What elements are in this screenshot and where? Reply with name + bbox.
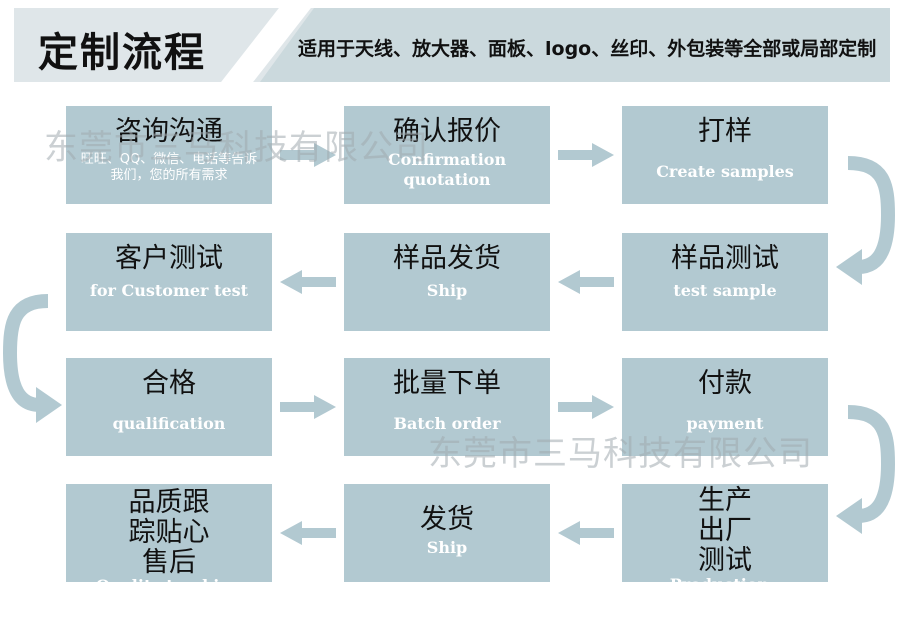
step-sample-ship-title: 样品发货 <box>393 243 501 274</box>
step-after-sale: 品质跟踪贴心售后 Quality tracking Intimate after… <box>66 484 272 626</box>
step-sample-ship: 样品发货 Ship <box>344 233 550 331</box>
step-customer-test-en: for Customer test <box>89 281 249 300</box>
step-sample-test-en: test sample <box>673 281 777 300</box>
step-production-test-title: 生产出厂测试 <box>698 485 752 576</box>
curve-arrow-down-left-icon <box>836 405 896 534</box>
step-sampling-title: 打样 <box>698 116 752 147</box>
header-banner: 定制流程 适用于天线、放大器、面板、logo、丝印、外包装等全部或局部定制 <box>14 8 890 82</box>
step-ship: 发货 Ship <box>344 484 550 582</box>
page-title: 定制流程 <box>38 30 206 76</box>
step-consult-detail: 旺旺、QQ、微信、电话等告诉我们，您的所有需求 <box>80 152 258 183</box>
arrow-right-icon <box>558 395 614 419</box>
step-consult: 咨询沟通 旺旺、QQ、微信、电话等告诉我们，您的所有需求 <box>66 106 272 204</box>
arrow-right-icon <box>558 143 614 167</box>
step-sample-test: 样品测试 test sample <box>622 233 828 331</box>
step-confirm-quote: 确认报价 Confirmation quotation <box>344 106 550 204</box>
arrow-left-icon <box>280 521 336 545</box>
step-ship-en: Ship <box>426 538 468 557</box>
step-customer-test-title: 客户测试 <box>115 243 223 274</box>
arrow-left-icon <box>558 521 614 545</box>
step-qualified-en: qualification <box>112 414 226 433</box>
curve-arrow-down-right-icon <box>2 294 62 423</box>
step-sample-ship-en: Ship <box>426 281 468 300</box>
arrow-right-icon <box>280 143 336 167</box>
step-confirm-quote-en: Confirmation quotation <box>387 150 507 189</box>
step-batch-order-title: 批量下单 <box>393 368 501 399</box>
step-after-sale-title: 品质跟踪贴心售后 <box>128 487 210 578</box>
arrow-left-icon <box>558 270 614 294</box>
arrow-right-icon <box>280 395 336 419</box>
step-payment-title: 付款 <box>698 368 752 399</box>
arrow-left-icon <box>280 270 336 294</box>
step-after-sale-en: Quality tracking Intimate after sale <box>95 576 243 627</box>
step-qualified: 合格 qualification <box>66 358 272 456</box>
step-production-test: 生产出厂测试 Production . factory testing <box>622 484 828 610</box>
curve-arrow-down-left-icon <box>836 156 896 285</box>
step-payment: 付款 payment <box>622 358 828 456</box>
step-ship-title: 发货 <box>420 504 474 535</box>
step-qualified-title: 合格 <box>142 368 196 399</box>
step-production-test-en: Production . factory testing <box>659 575 791 611</box>
step-customer-test: 客户测试 for Customer test <box>66 233 272 331</box>
step-sample-test-title: 样品测试 <box>671 243 779 274</box>
page-subtitle: 适用于天线、放大器、面板、logo、丝印、外包装等全部或局部定制 <box>298 38 877 60</box>
step-sampling: 打样 Create samples <box>622 106 828 204</box>
step-payment-en: payment <box>686 414 764 433</box>
step-confirm-quote-title: 确认报价 <box>393 116 501 147</box>
step-batch-order: 批量下单 Batch order <box>344 358 550 456</box>
step-batch-order-en: Batch order <box>393 414 501 433</box>
step-consult-title: 咨询沟通 <box>115 116 223 147</box>
step-sampling-en: Create samples <box>656 162 794 181</box>
